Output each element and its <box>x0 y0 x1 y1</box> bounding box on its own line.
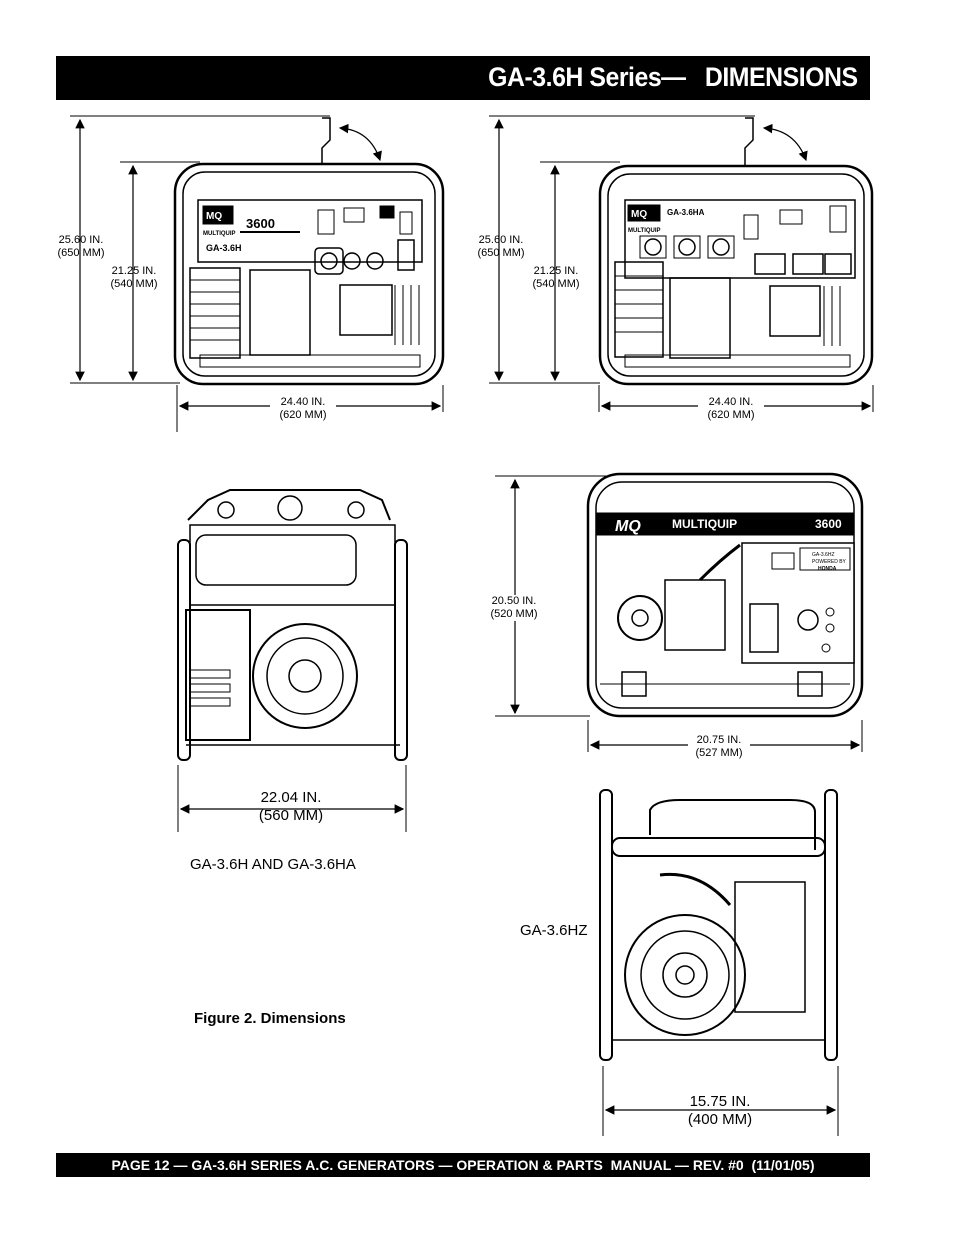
figure-a-drawing <box>70 115 445 432</box>
panel-number-a: 3600 <box>246 216 275 231</box>
fig-a-width: 24.40 IN. (620 MM) <box>270 396 336 422</box>
fig-e-width: 15.75 IN. (400 MM) <box>687 1093 753 1128</box>
panel-model-b: GA-3.6HA <box>667 208 705 217</box>
fig-d-width: 20.75 IN. (527 MM) <box>688 734 750 760</box>
fig-e-model-caption: GA-3.6HZ <box>520 922 588 939</box>
mq-logo-d: MQ <box>615 518 641 535</box>
fig-a-height-total: 25.60 IN. (650 MM) <box>57 234 105 259</box>
figure-d-drawing <box>495 472 864 752</box>
number-d: 3600 <box>815 517 842 531</box>
fig-d-height: 20.50 IN. (520 MM) <box>483 595 545 621</box>
page-header-bar: GA-3.6H Series— DIMENSIONS <box>56 56 870 100</box>
mq-logo-a: MQ <box>206 211 222 222</box>
multiquip-logo-b: MULTIQUIP <box>628 228 661 234</box>
page-footer-bar: PAGE 12 — GA-3.6H SERIES A.C. GENERATORS… <box>56 1153 870 1177</box>
figure-caption: Figure 2. Dimensions <box>194 1010 346 1027</box>
fig-a-height-frame: 21.25 IN. (540 MM) <box>110 265 158 290</box>
powered-by-d: POWERED BY <box>812 559 847 565</box>
figure-e-drawing <box>599 789 839 1136</box>
panel-model-d: GA-3.6HZ <box>812 552 835 558</box>
panel-model-a: GA-3.6H <box>206 243 242 253</box>
mq-logo-b: MQ <box>631 209 647 220</box>
multiquip-logo-a: MULTIQUIP <box>203 231 236 237</box>
honda-d: HONDA <box>818 566 837 572</box>
brand-d: MULTIQUIP <box>672 517 737 531</box>
figure-c-drawing <box>177 489 408 832</box>
panel-lettering: MQ MULTIQUIP 3600 GA-3.6H MQ MULTIQUIP G… <box>203 208 847 572</box>
footer-text: PAGE 12 — GA-3.6H SERIES A.C. GENERATORS… <box>111 1157 815 1173</box>
fig-b-height-total: 25.60 IN. (650 MM) <box>477 234 525 259</box>
page-title: GA-3.6H Series— DIMENSIONS <box>488 62 859 92</box>
fig-b-width: 24.40 IN. (620 MM) <box>698 396 764 422</box>
fig-c-model-caption: GA-3.6H AND GA-3.6HA <box>190 856 356 873</box>
fig-c-width: 22.04 IN. (560 MM) <box>258 789 324 824</box>
figure-b-drawing <box>489 115 874 412</box>
fig-b-height-frame: 21.25 IN. (540 MM) <box>532 265 580 290</box>
